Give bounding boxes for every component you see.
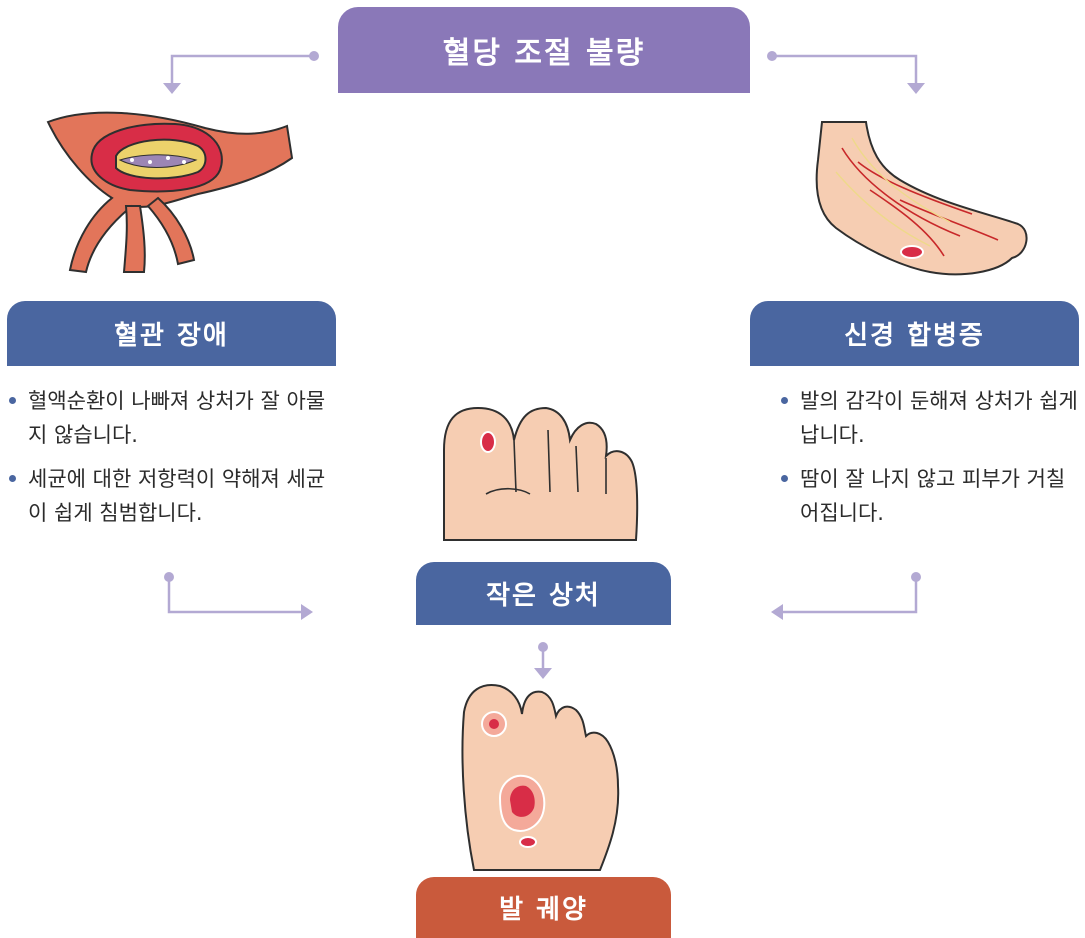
list-item: 발의 감각이 둔해져 상처가 쉽게 납니다. bbox=[780, 384, 1080, 452]
arrow-vascular-to-wound bbox=[169, 577, 302, 612]
title-box: 혈당 조절 불량 bbox=[338, 7, 750, 93]
arrow-neuro-to-wound bbox=[782, 577, 916, 612]
neuropathy-box: 신경 합병증 bbox=[750, 301, 1079, 366]
vascular-disorder-box: 혈관 장애 bbox=[7, 301, 336, 366]
small-wound-foot-illustration bbox=[444, 408, 637, 540]
neuropathy-bullet-list: 발의 감각이 둔해져 상처가 쉽게 납니다. 땀이 잘 나지 않고 피부가 거칠… bbox=[780, 384, 1080, 540]
list-item: 세균에 대한 저항력이 약해져 세균이 쉽게 침범합니다. bbox=[8, 462, 338, 530]
list-item: 땀이 잘 나지 않고 피부가 거칠어집니다. bbox=[780, 462, 1080, 530]
blood-vessel-illustration bbox=[48, 113, 292, 272]
neuropathy-foot-illustration bbox=[817, 122, 1027, 274]
arrow-title-to-neuro bbox=[774, 56, 916, 84]
vascular-bullet-list: 혈액순환이 나빠져 상처가 잘 아물지 않습니다. 세균에 대한 저항력이 약해… bbox=[8, 384, 338, 540]
small-wound-box: 작은 상처 bbox=[416, 562, 671, 625]
foot-ulcer-box: 발 궤양 bbox=[416, 877, 671, 938]
list-item: 혈액순환이 나빠져 상처가 잘 아물지 않습니다. bbox=[8, 384, 338, 452]
arrow-title-to-vascular bbox=[172, 56, 312, 84]
foot-ulcer-illustration bbox=[462, 685, 618, 870]
